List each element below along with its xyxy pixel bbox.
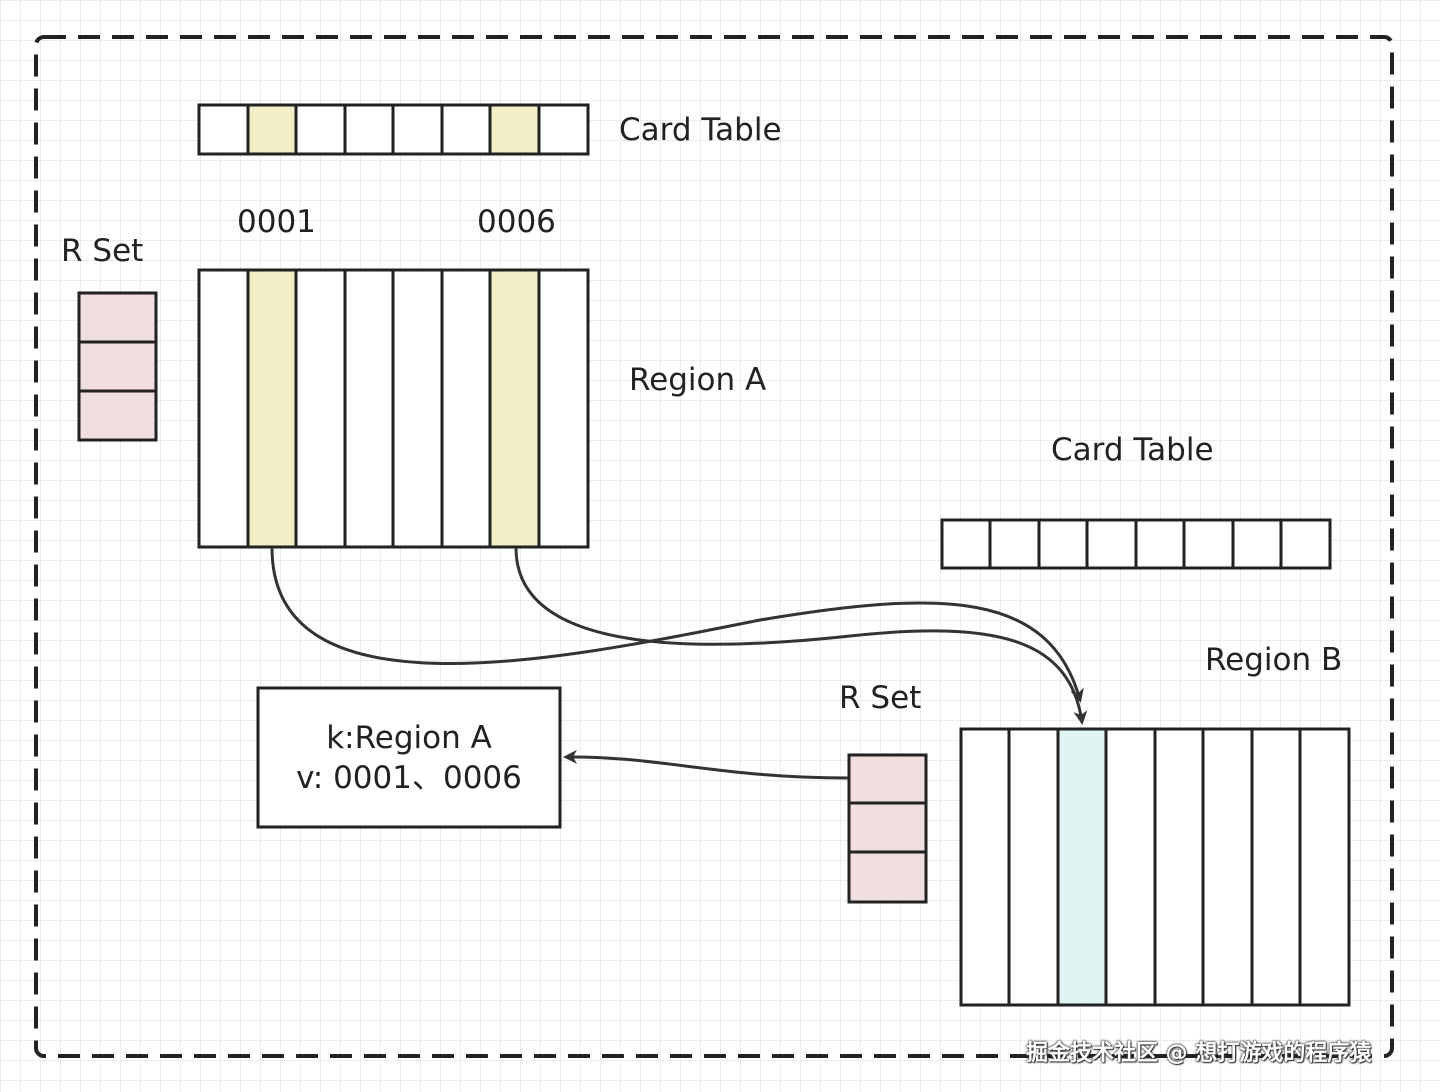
region-b-card (959, 727, 1011, 1007)
card-table-a-cell (537, 103, 590, 156)
rset-entry-key: k:Region A (326, 719, 492, 756)
card-table-a-cell (391, 103, 444, 156)
region-b-card (1250, 727, 1302, 1007)
rset-a (77, 291, 158, 442)
region-a-card (197, 268, 250, 549)
card-table-b-cell (1279, 518, 1332, 570)
card-table-a-cell (440, 103, 492, 156)
region-a-card (391, 268, 444, 549)
region-b-card (1104, 727, 1157, 1007)
region-b-card (1201, 727, 1254, 1007)
rset-a-entry (77, 389, 158, 442)
region-a-card-0006 (488, 268, 541, 549)
card-table-b-cell (940, 518, 992, 570)
region-a-card (537, 268, 590, 549)
rset-entry-text: k:Region A v: 0001、0006 (258, 688, 560, 827)
card-table-b-label: Card Table (1051, 432, 1214, 468)
card-table-b-cell (1134, 518, 1186, 570)
rset-a-entry (77, 340, 158, 393)
region-a-card (440, 268, 492, 549)
rset-b (847, 753, 928, 904)
region-b (959, 727, 1351, 1007)
region-a-card-0001 (246, 268, 298, 549)
region-a-card (343, 268, 395, 549)
rset-b-label: R Set (839, 680, 922, 716)
region-a-label: Region A (629, 362, 767, 398)
card-table-a-cell (197, 103, 250, 156)
reference-arrow-0001 (270, 547, 1084, 703)
region-b-card-referenced (1056, 727, 1108, 1007)
watermark: 掘金技术社区 @ 想打游戏的程序猿 (1026, 1041, 1372, 1066)
card-table-b-cell (1037, 518, 1089, 570)
rset-entry-value: v: 0001、0006 (296, 759, 522, 796)
card-table-a-cell-0006 (488, 103, 541, 156)
card-0001-label: 0001 (237, 204, 316, 240)
card-table-b-cell (1231, 518, 1283, 570)
rset-b-entry (847, 753, 928, 805)
card-table-b (940, 518, 1332, 570)
card-table-a-cell (294, 103, 347, 156)
card-table-a-cell (343, 103, 395, 156)
rset-a-entry (77, 291, 158, 344)
region-b-card (1153, 727, 1205, 1007)
card-0006-label: 0006 (477, 204, 556, 240)
reference-arrow-0006 (514, 547, 1088, 725)
rset-b-entry (847, 850, 928, 904)
region-b-label: Region B (1205, 642, 1343, 678)
region-a-card (294, 268, 347, 549)
card-table-a (197, 103, 590, 156)
card-table-b-cell (1182, 518, 1235, 570)
region-a (197, 268, 590, 549)
rset-a-label: R Set (61, 233, 144, 269)
rset-entry-arrow (563, 749, 849, 780)
card-table-a-cell-0001 (246, 103, 298, 156)
rset-entry-box (256, 686, 562, 829)
region-b-card (1007, 727, 1060, 1007)
dashed-frame (34, 35, 1394, 1058)
card-table-a-label: Card Table (619, 112, 782, 148)
region-b-card (1298, 727, 1351, 1007)
card-table-b-cell (988, 518, 1041, 570)
card-table-b-cell (1085, 518, 1138, 570)
rset-b-entry (847, 801, 928, 854)
